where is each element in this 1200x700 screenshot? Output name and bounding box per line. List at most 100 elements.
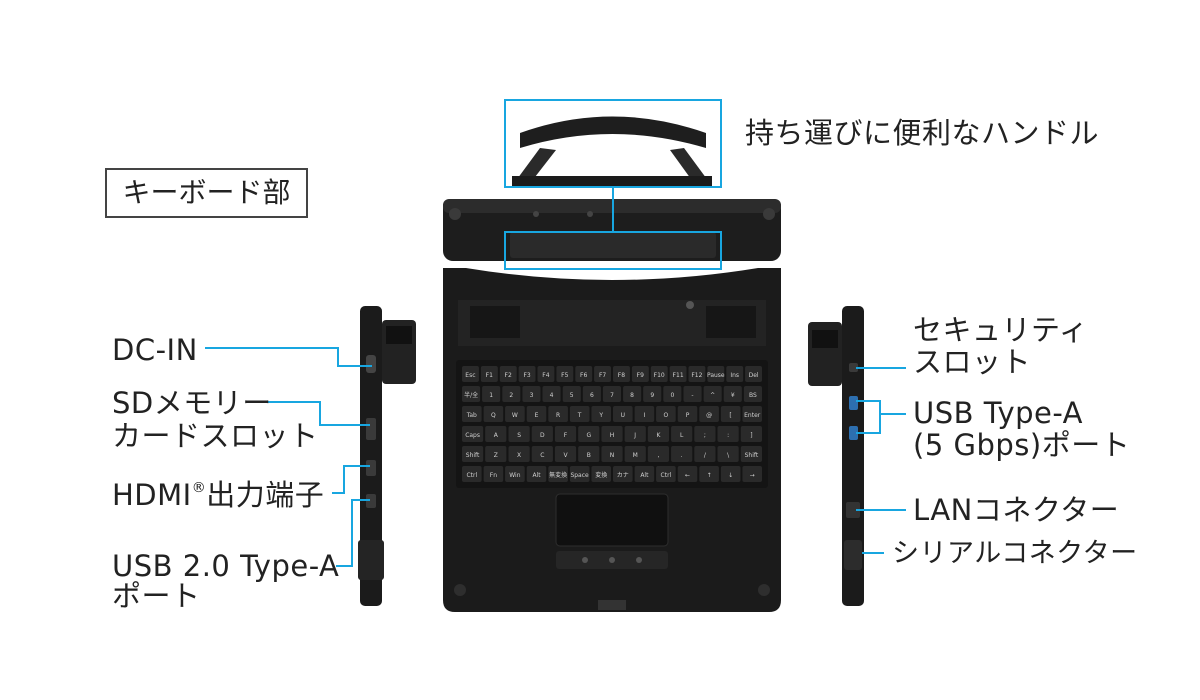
keyboard-key [663,386,682,402]
usb-a-label-line2: (5 Gbps)ポート [913,428,1131,462]
security-slot-label-line1: セキュリティ [913,313,1089,347]
keyboard-key-label: ] [750,432,752,439]
keyboard-key [707,366,725,382]
keyboard-key-label: L [680,432,684,439]
usb-a-callout-bracket [856,400,881,434]
keyboard-key [631,366,649,382]
keyboard-key [688,366,706,382]
keyboard-key [462,386,481,402]
keyboard-key-label: Tab [466,412,477,419]
keyboard-key-label: Alt [532,472,541,479]
keyboard-key-label: カナ [617,472,629,479]
keyboard-key-label: Shift [466,452,480,459]
usb2-callout-line [336,499,370,567]
keyboard-key [575,366,593,382]
keyboard-key-label: F [564,432,568,439]
keyboard-key [548,406,568,422]
keyboard-key [671,446,693,462]
sd-slot-callout-line [262,401,370,426]
lan-label: LANコネクター [913,493,1120,527]
serial-label: シリアルコネクター [892,538,1138,569]
keyboard-key-label: 3 [530,392,534,399]
keyboard-key-label: 変換 [595,471,607,479]
keyboard-key [623,386,642,402]
keyboard-key-label: , [658,452,660,459]
keyboard-key [462,366,479,382]
usb2-label-line1: USB 2.0 Type-A [112,549,340,583]
keyboard-key-label: F4 [542,372,549,379]
keyboard-key-label: 7 [610,392,614,399]
keyboard-key-label: : [727,432,729,439]
keyboard-key-label: 0 [670,392,674,399]
keyboard-key [717,426,739,442]
keyboard-key [742,406,762,422]
keyboard-key [505,466,525,482]
dc-in-label: DC-IN [112,333,198,367]
keyboard-key-label: G [586,432,591,439]
keyboard-key-label: B [587,452,591,459]
usb2-label-line2: ポート [112,579,201,613]
sd-slot-label-line2: カードスロット [112,419,319,453]
keyboard-key-label: Del [749,372,759,379]
keyboard-key-label: 6 [590,392,594,399]
keyboard-key [462,466,482,482]
keyboard-key [483,406,504,422]
keyboard-key-label: Pause [707,372,725,379]
keyboard-key [526,466,547,482]
keyboard-key [643,386,662,402]
hdmi-registered-mark: ® [191,480,207,496]
keyboard-key [720,406,741,422]
keyboard-key-label: T [577,412,582,419]
keyboard-key-label: Y [598,412,603,419]
keyboard-key [485,446,507,462]
keyboard-key-label: Caps [465,432,480,439]
keyboard-key-label: F8 [618,372,625,379]
keyboard-key [518,366,536,382]
keyboard-key [594,366,611,382]
keyboard-key-label: ¥ [731,392,735,399]
keyboard-key-label: ; [704,432,706,439]
keyboard-key-label: F2 [505,372,512,379]
keyboard-key [647,446,669,462]
keyboard-key-label: Ctrl [661,472,672,479]
keyboard-key [742,466,762,482]
keyboard-key-label: F10 [654,372,665,379]
keyboard-key [613,366,630,382]
keyboard-key-label: D [540,432,545,439]
keyboard-key [624,446,646,462]
keyboard-key-label: 2 [509,392,513,399]
keyboard-key [677,466,698,482]
keyboard-key [671,426,693,442]
keyboard-key [542,386,561,402]
keyboard-key [531,446,553,462]
keyboard-key [720,466,741,482]
keyboard-key-label: [ [729,412,731,419]
keyboard-key-label: J [633,432,636,439]
keyboard-key [745,366,762,382]
keyboard-key-label: H [610,432,615,439]
keyboard-key [650,366,668,382]
keyboard-key-label: O [664,412,669,419]
keyboard-key-label: C [540,452,544,459]
left-side-profile [358,306,416,606]
keyboard-key-label: S [517,432,521,439]
usb-a-label-line1: USB Type-A [913,396,1084,430]
keyboard-key [531,426,553,442]
keyboard-key-label: 半/全 [464,391,478,399]
keyboard-key [703,386,722,402]
keyboard-key-label: V [563,452,568,459]
hdmi-callout-line [332,465,370,494]
section-title: キーボード部 [105,168,308,218]
keyboard-key-label: F12 [691,372,702,379]
keyboard-key [462,406,482,422]
keyboard-key-label: X [517,452,521,459]
keyboard-key-label: F11 [673,372,684,379]
keyboard-key [482,386,501,402]
keyboard-key [740,426,762,442]
right-side-profile [808,306,864,606]
keyboard-key-label: Ctrl [466,472,477,479]
keyboard-key [508,446,530,462]
